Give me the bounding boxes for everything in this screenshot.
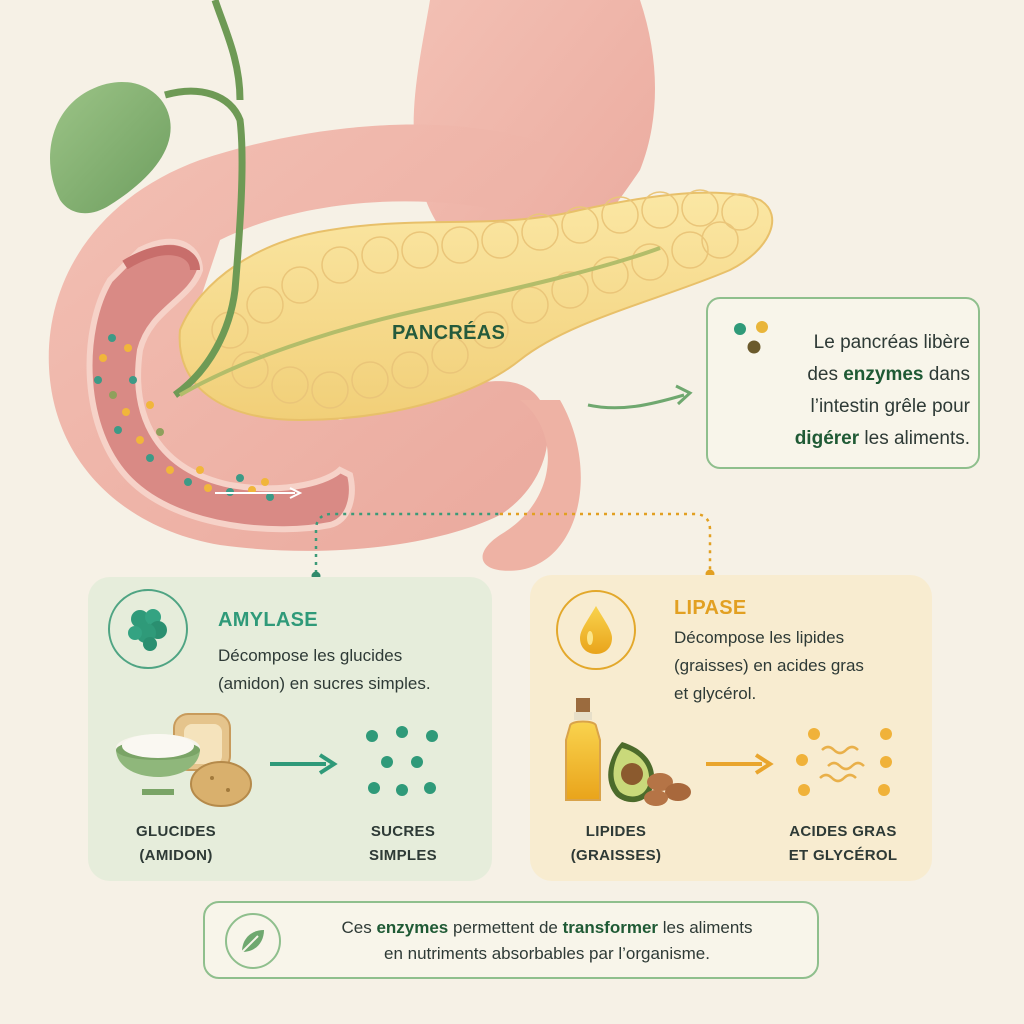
starch-foods-icon <box>116 713 252 807</box>
amylase-desc-line-1: Décompose les glucides <box>218 646 403 665</box>
gallbladder-shape <box>50 81 171 214</box>
lipides-line-2: (GRAISSES) <box>570 847 662 864</box>
glucides-caption: GLUCIDES (AMIDON) <box>116 820 236 868</box>
lipides-caption: LIPIDES (GRAISSES) <box>556 820 676 868</box>
pancreas-lobules <box>211 189 759 409</box>
info-line-1: Le pancréas libère <box>813 332 970 353</box>
duodenum-outer <box>48 124 560 551</box>
lipase-desc-line-1: Décompose les lipides <box>674 628 845 647</box>
simple-sugars-icon <box>366 726 438 796</box>
info-enzymes-bold: enzymes <box>843 364 924 385</box>
amylase-desc-line-2: (amidon) en sucres simples. <box>218 674 431 693</box>
amylase-description: Décompose les glucides (amidon) en sucre… <box>218 642 468 698</box>
info-line-4-post: les aliments. <box>859 428 970 449</box>
info-arrow <box>587 393 685 410</box>
glucides-line-2: (AMIDON) <box>139 847 213 864</box>
leaf-icon <box>225 913 281 969</box>
summary-callout: Ces enzymes permettent de transformer le… <box>203 901 819 979</box>
acides-line-1: ACIDES GRAS <box>789 823 897 840</box>
summary-text: Ces enzymes permettent de transformer le… <box>297 915 797 967</box>
pancreas-shape <box>178 191 774 422</box>
sucres-line-2: SIMPLES <box>369 847 437 864</box>
lipase-title: LIPASE <box>674 597 747 619</box>
amylase-title: AMYLASE <box>218 609 318 631</box>
oil-drop-icon <box>556 590 636 670</box>
info-text: Le pancréas libère des enzymes dans l’in… <box>770 327 970 455</box>
pancreatic-duct <box>178 246 661 397</box>
glucides-line-1: GLUCIDES <box>136 823 216 840</box>
amylase-arrow-icon <box>270 753 338 775</box>
info-line-4: digérer les aliments. <box>770 423 970 455</box>
lipase-arrow-icon <box>706 753 774 775</box>
info-callout: Le pancréas libère des enzymes dans l’in… <box>706 297 980 469</box>
summary-transformer-bold: transformer <box>562 918 659 937</box>
lipase-connector <box>500 512 712 572</box>
lipase-desc-line-3: et glycérol. <box>674 684 757 703</box>
info-line-2: des enzymes dans <box>770 359 970 391</box>
summary-line-1: Ces enzymes permettent de transformer le… <box>297 915 797 941</box>
lipase-desc-line-2: (graisses) en acides gras <box>674 656 864 675</box>
sucres-line-1: SUCRES <box>370 823 436 840</box>
pancreas-label: PANCRÉAS <box>392 322 506 344</box>
info-line-2-post: dans <box>923 364 970 385</box>
acides-line-2: ET GLYCÉROL <box>788 847 898 864</box>
enzyme-dots-icon <box>734 321 768 354</box>
duodenum-cut <box>86 238 355 533</box>
info-line-3: l’intestin grêle pour <box>810 396 970 417</box>
sucres-caption: SUCRES SIMPLES <box>348 820 458 868</box>
enzyme-particles <box>94 334 274 501</box>
fat-foods-icon <box>565 698 691 806</box>
fatty-acids-icon <box>796 728 892 796</box>
bile-duct <box>164 87 246 398</box>
lipase-description: Décompose les lipides (graisses) en acid… <box>674 624 904 708</box>
acides-caption: ACIDES GRAS ET GLYCÉROL <box>768 820 918 868</box>
summary-post: les aliments <box>658 918 753 937</box>
lipides-line-1: LIPIDES <box>585 823 647 840</box>
info-digerer-bold: digérer <box>794 428 860 449</box>
summary-pre: Ces <box>341 918 377 937</box>
enzyme-blob-icon <box>108 589 188 669</box>
summary-mid: permettent de <box>448 918 563 937</box>
summary-line-2: en nutriments absorbables par l’organism… <box>383 944 710 963</box>
info-line-2-pre: des <box>807 364 844 385</box>
summary-enzymes-bold: enzymes <box>376 918 449 937</box>
